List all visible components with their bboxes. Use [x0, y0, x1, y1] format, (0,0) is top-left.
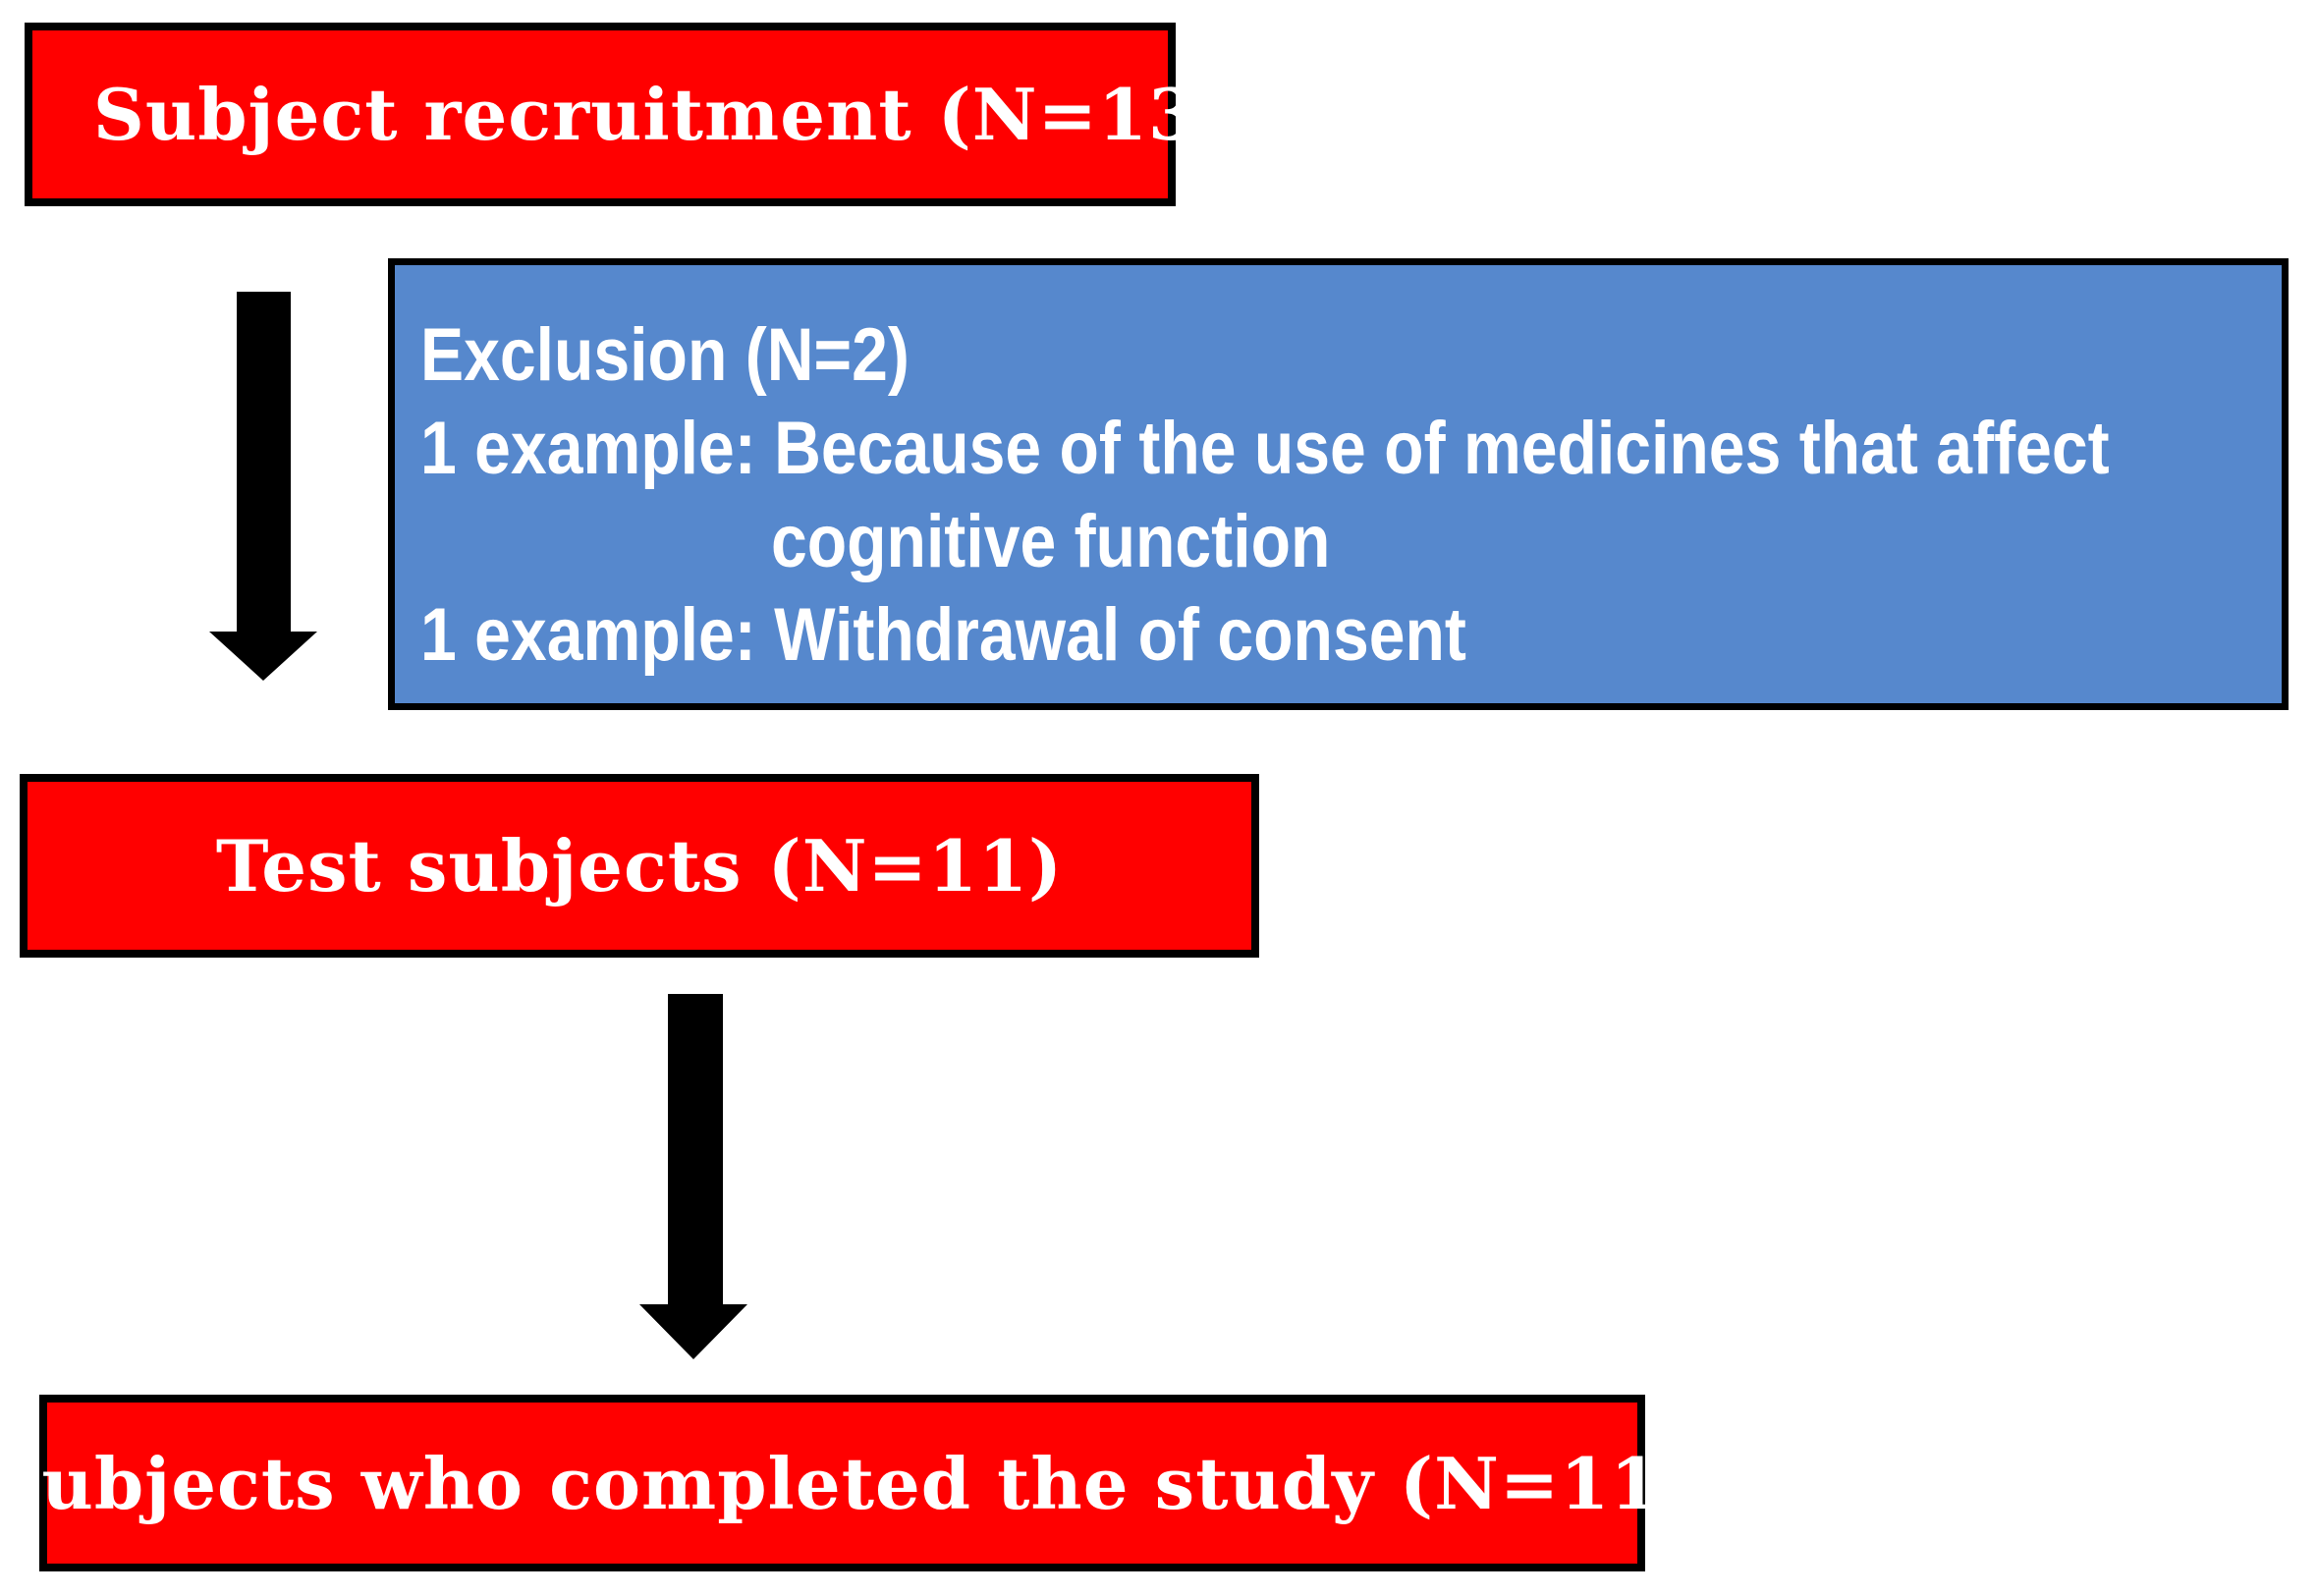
flow-arrow-recruitment-to-test-head: [209, 632, 317, 681]
completed-study-box: Subjects who completed the study (N=11): [0, 1395, 1694, 1571]
test-subjects-box-label: Test subjects (N=11): [215, 824, 1064, 908]
test-subjects-box: Test subjects (N=11): [20, 774, 1259, 958]
flow-arrow-test-to-completed-head: [639, 1304, 747, 1359]
recruitment-box-label: Subject recruitment (N=13): [92, 73, 1234, 156]
exclusion-title-line: Exclusion (N=2): [420, 313, 910, 397]
recruitment-box: Subject recruitment (N=13): [25, 23, 1232, 206]
flow-arrow-recruitment-to-test-shaft: [237, 292, 291, 633]
completed-study-box-label: Subjects who completed the study (N=11): [0, 1441, 1695, 1525]
exclusion-reason-1-line: 1 example: Because of the use of medicin…: [420, 407, 2110, 490]
flow-arrow-test-to-completed-shaft: [668, 994, 723, 1306]
exclusion-reason-1-continuation-line: cognitive function: [771, 500, 1331, 583]
exclusion-reason-2-line: 1 example: Withdrawal of consent: [420, 593, 1466, 677]
exclusion-box: Exclusion (N=2) 1 example: Because of th…: [388, 258, 2289, 710]
